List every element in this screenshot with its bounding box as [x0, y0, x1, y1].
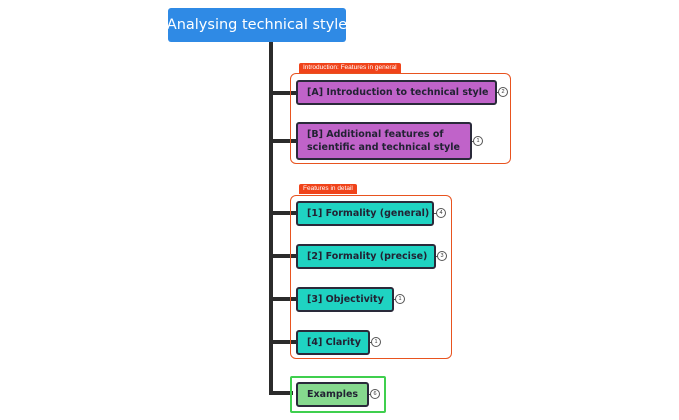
branch-connector: [271, 139, 297, 143]
child-count-badge[interactable]: 6: [370, 389, 380, 399]
branch-connector: [271, 254, 297, 258]
group-features-detail-label[interactable]: Features in detail: [299, 184, 357, 194]
branch-connector: [271, 211, 297, 215]
node-objectivity[interactable]: [3] Objectivity: [296, 287, 394, 312]
branch-connector: [271, 297, 297, 301]
group-introduction-label[interactable]: Introduction: Features in general: [299, 63, 401, 73]
node-formality-precise[interactable]: [2] Formality (precise): [296, 244, 436, 269]
group-introduction-boundary: [290, 73, 511, 164]
branch-connector: [271, 340, 297, 344]
trunk-connector: [269, 42, 273, 395]
branch-connector: [271, 91, 297, 95]
child-count-badge[interactable]: 2: [498, 87, 508, 97]
trunk-curve: [269, 391, 293, 395]
node-additional-features[interactable]: [B] Additional features of scientific an…: [296, 122, 472, 160]
child-count-badge[interactable]: 1: [473, 136, 483, 146]
child-count-badge[interactable]: 1: [395, 294, 405, 304]
root-node[interactable]: Analysing technical style: [167, 8, 347, 42]
node-introduction-technical-style[interactable]: [A] Introduction to technical style: [296, 80, 497, 105]
node-clarity[interactable]: [4] Clarity: [296, 330, 370, 355]
node-formality-general[interactable]: [1] Formality (general): [296, 201, 434, 226]
node-examples[interactable]: Examples: [296, 382, 369, 407]
child-count-badge[interactable]: 3: [437, 251, 447, 261]
child-count-badge[interactable]: 4: [436, 208, 446, 218]
node-link: [434, 213, 437, 214]
child-count-badge[interactable]: 1: [371, 337, 381, 347]
examples-boundary: [290, 376, 386, 413]
group-features-detail-boundary: [290, 195, 452, 359]
